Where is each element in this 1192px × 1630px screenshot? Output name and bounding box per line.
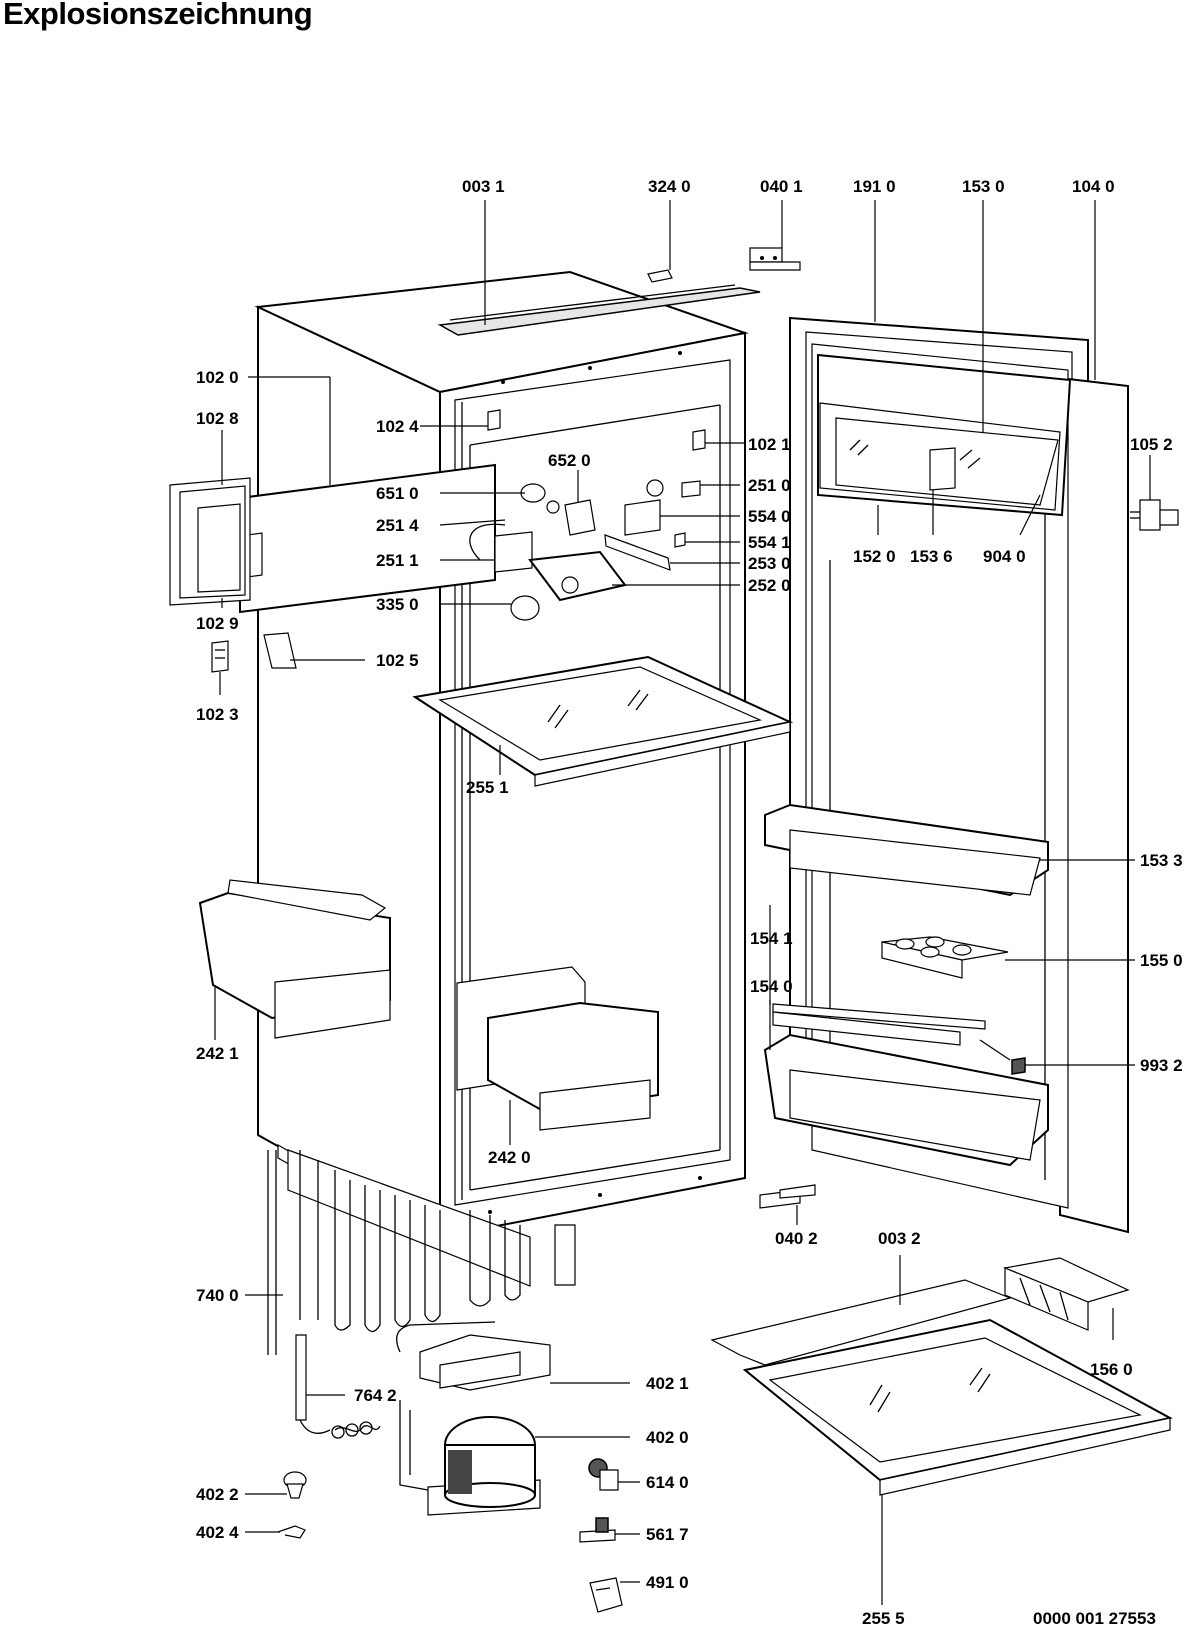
- label-040-1: 040 1: [760, 177, 803, 196]
- compressor: [396, 1321, 541, 1516]
- label-491-0: 491 0: [646, 1573, 689, 1592]
- label-993-2: 993 2: [1140, 1056, 1183, 1075]
- hinge-part: [1130, 499, 1179, 531]
- page-title: Explosionszeichnung: [3, 0, 313, 31]
- label-102-1: 102 1: [748, 435, 791, 454]
- label-102-3: 102 3: [196, 705, 239, 724]
- label-104-0: 104 0: [1072, 177, 1115, 196]
- label-554-1: 554 1: [748, 533, 791, 552]
- label-003-1: 003 1: [462, 177, 505, 196]
- rubber-grommet: [283, 1471, 307, 1499]
- label-102-0: 102 0: [196, 368, 239, 387]
- bottle-retainer: [772, 1003, 986, 1046]
- label-335-0: 335 0: [376, 595, 419, 614]
- label-040-2: 040 2: [775, 1229, 818, 1248]
- compressor-mount: [419, 1334, 551, 1391]
- label-156-0: 156 0: [1090, 1360, 1133, 1379]
- label-102-9: 102 9: [196, 614, 239, 633]
- label-242-0: 242 0: [488, 1148, 531, 1167]
- glass-shelf-lower: [742, 1318, 1173, 1496]
- label-402-4: 402 4: [196, 1523, 239, 1542]
- label-153-3: 153 3: [1140, 851, 1183, 870]
- clip-part: [647, 269, 673, 283]
- label-651-0: 651 0: [376, 484, 419, 503]
- label-152-0: 152 0: [853, 547, 896, 566]
- terminal-cover: [589, 1577, 623, 1613]
- door: [789, 316, 1129, 1234]
- butter-compartment: [817, 353, 1072, 517]
- label-102-5: 102 5: [376, 651, 419, 670]
- label-402-2: 402 2: [196, 1485, 239, 1504]
- label-003-2: 003 2: [878, 1229, 921, 1248]
- label-614-0: 614 0: [646, 1473, 689, 1492]
- leader-lines: [214, 200, 1151, 1605]
- light-thermostat-assembly: [169, 409, 706, 621]
- label-102-4: 102 4: [376, 417, 419, 436]
- label-253-0: 253 0: [748, 554, 791, 573]
- hinge-bracket-top: [749, 247, 801, 271]
- label-255-5: 255 5: [862, 1609, 905, 1628]
- label-153-6: 153 6: [910, 547, 953, 566]
- label-561-7: 561 7: [646, 1525, 689, 1544]
- condenser: [267, 1149, 576, 1355]
- label-740-0: 740 0: [196, 1286, 239, 1305]
- crisper-drawer-inside: [456, 966, 659, 1131]
- drier-filter: [295, 1334, 381, 1439]
- door-shelf-lower: [763, 1033, 1049, 1167]
- drawing-number: 0000 001 27553: [1033, 1609, 1156, 1628]
- cabinet-body: [254, 270, 749, 1250]
- label-764-2: 764 2: [354, 1386, 397, 1405]
- label-251-4: 251 4: [376, 516, 419, 535]
- bottom-trim-part: [710, 1279, 1012, 1366]
- cover-clip-part: [263, 632, 297, 669]
- label-251-1: 251 1: [376, 551, 419, 570]
- label-105-2: 105 2: [1130, 435, 1173, 454]
- egg-tray: [881, 936, 1009, 979]
- label-154-0: 154 0: [750, 977, 793, 996]
- door-part-small: [979, 1039, 1026, 1075]
- label-191-0: 191 0: [853, 177, 896, 196]
- part-labels: 003 1 324 0 040 1 191 0 153 0 104 0 102 …: [196, 177, 1183, 1628]
- hinge-bracket-bottom: [759, 1184, 816, 1209]
- label-652-0: 652 0: [548, 451, 591, 470]
- label-554-0: 554 0: [748, 507, 791, 526]
- crisper-drawer-loose: [198, 879, 391, 1039]
- small-clip-part: [211, 640, 229, 673]
- top-trim-part: [437, 284, 761, 336]
- start-relay: [588, 1458, 619, 1491]
- connector-part: [579, 1517, 616, 1543]
- ice-cube-tray: [1002, 1257, 1130, 1331]
- label-155-0: 155 0: [1140, 951, 1183, 970]
- glass-shelf-upper: [412, 655, 794, 787]
- label-255-1: 255 1: [466, 778, 509, 797]
- label-154-1: 154 1: [750, 929, 793, 948]
- label-251-0: 251 0: [748, 476, 791, 495]
- label-402-0: 402 0: [646, 1428, 689, 1447]
- label-153-0: 153 0: [962, 177, 1005, 196]
- label-252-0: 252 0: [748, 576, 791, 595]
- label-402-1: 402 1: [646, 1374, 689, 1393]
- label-324-0: 324 0: [648, 177, 691, 196]
- door-shelf-upper: [764, 803, 1049, 897]
- label-904-0: 904 0: [983, 547, 1026, 566]
- spring-clip: [277, 1525, 306, 1539]
- label-102-8: 102 8: [196, 409, 239, 428]
- label-242-1: 242 1: [196, 1044, 239, 1063]
